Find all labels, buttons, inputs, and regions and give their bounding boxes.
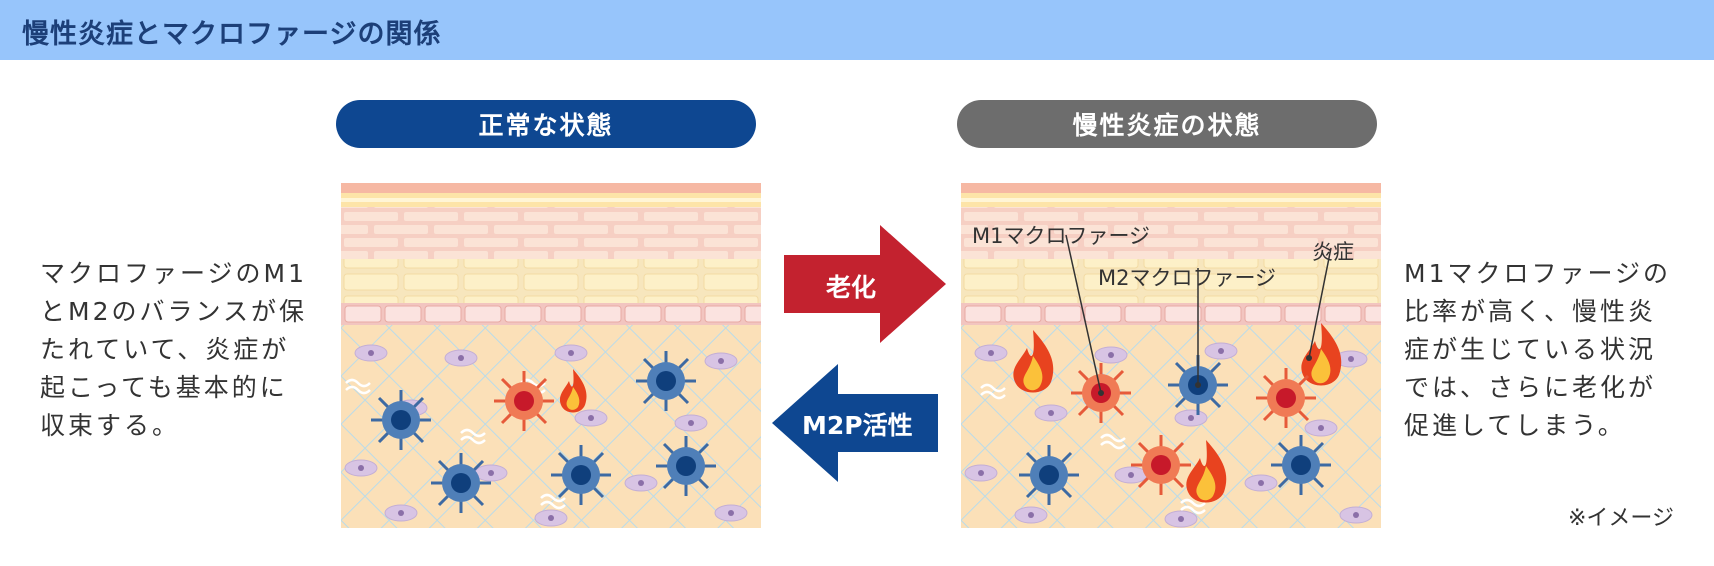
left-description: マクロファージのM1 とM2のバランスが保 たれていて、炎症が 起こっても基本的… [40, 255, 320, 445]
m2-macrophage-icon [636, 351, 696, 411]
flame-icon [1013, 330, 1054, 393]
m2-macrophage-icon [656, 436, 716, 496]
normal-state-label: 正常な状態 [336, 100, 756, 148]
m2-macrophage-icon [371, 390, 431, 450]
right-description-line: 症が生じている状況 [1404, 335, 1657, 364]
right-description-line: 促進してしまう。 [1404, 411, 1626, 440]
right-description-line: 比率が高く、慢性炎 [1404, 297, 1657, 326]
right-description-line: では、さらに老化が [1404, 373, 1657, 402]
left-description-line: たれていて、炎症が [40, 335, 290, 364]
flame-icon [1186, 440, 1227, 503]
m2-macrophage-icon [1271, 435, 1331, 495]
image-note: ※イメージ [1568, 506, 1674, 531]
m1-macrophage-icon [1131, 435, 1191, 495]
aging-arrow [784, 225, 946, 343]
inflammation-leader-line [1308, 247, 1332, 359]
flame-icon [559, 369, 587, 413]
m1-annotation-label: M1マクロファージ [972, 224, 1151, 248]
m2-macrophage-icon [431, 453, 491, 513]
m2p-arrow [772, 364, 938, 482]
chronic-tissue-illustration [961, 183, 1381, 528]
left-description-line: 収束する。 [40, 411, 181, 440]
right-description: M1マクロファージの 比率が高く、慢性炎 症が生じている状況 では、さらに老化が… [1404, 255, 1694, 445]
m2-annotation-label: M2マクロファージ [1098, 266, 1277, 290]
chronic-state-label: 慢性炎症の状態 [957, 100, 1377, 148]
page-title: 慢性炎症とマクロファージの関係 [22, 19, 442, 50]
header-bar: 慢性炎症とマクロファージの関係 [0, 0, 1714, 60]
m2-macrophage-icon [1019, 445, 1079, 505]
left-description-line: 起こっても基本的に [40, 373, 288, 402]
m1-macrophage-icon [494, 371, 554, 431]
m2-macrophage-icon [551, 445, 611, 505]
m2p-arrow-label: M2P活性 [802, 411, 913, 440]
aging-arrow-label: 老化 [826, 273, 877, 302]
m1-macrophage-icon [1256, 368, 1316, 428]
m1-leader-line [1065, 234, 1102, 394]
flame-icon [1301, 323, 1342, 386]
normal-tissue-illustration [341, 183, 761, 528]
inflammation-annotation-label: 炎症 [1312, 240, 1354, 264]
left-description-line: マクロファージのM1 [40, 259, 307, 288]
left-description-line: とM2のバランスが保 [40, 297, 307, 326]
right-description-line: M1マクロファージの [1404, 259, 1671, 288]
